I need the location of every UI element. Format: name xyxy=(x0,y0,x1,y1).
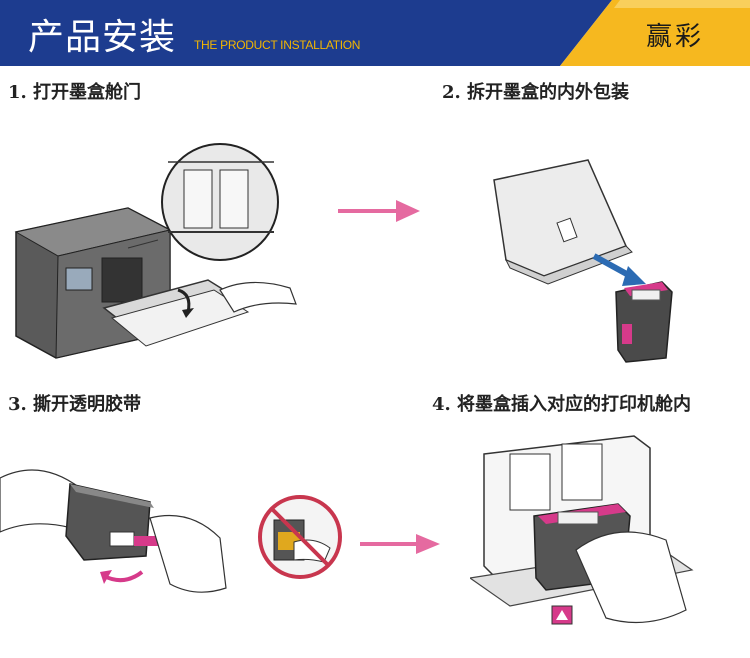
step-1-label: 1. 打开墨盒舱门 xyxy=(8,82,142,103)
header-title: 产品安装 xyxy=(28,17,177,58)
step-2-label: 2. 拆开墨盒的内外包装 xyxy=(442,82,630,103)
step-3-label: 3. 撕开透明胶带 xyxy=(8,394,142,415)
step-2-package-illustration xyxy=(493,159,673,363)
step-4-insert-illustration xyxy=(470,435,694,625)
brand-name: 赢彩 xyxy=(646,22,705,52)
header-background xyxy=(0,0,750,66)
step-1-printer-illustration xyxy=(14,143,297,359)
header-subtitle: THE PRODUCT INSTALLATION xyxy=(194,38,361,52)
arrow-step-3-to-4 xyxy=(360,534,440,554)
arrow-step-1-to-2 xyxy=(338,200,420,222)
prohibited-touch-contacts-icon xyxy=(258,495,342,579)
step-4-label: 4. 将墨盒插入对应的打印机舱内 xyxy=(432,394,692,415)
step-3-tape-illustration xyxy=(0,469,227,593)
header-banner: 产品安装 THE PRODUCT INSTALLATION 赢彩 xyxy=(0,0,750,66)
